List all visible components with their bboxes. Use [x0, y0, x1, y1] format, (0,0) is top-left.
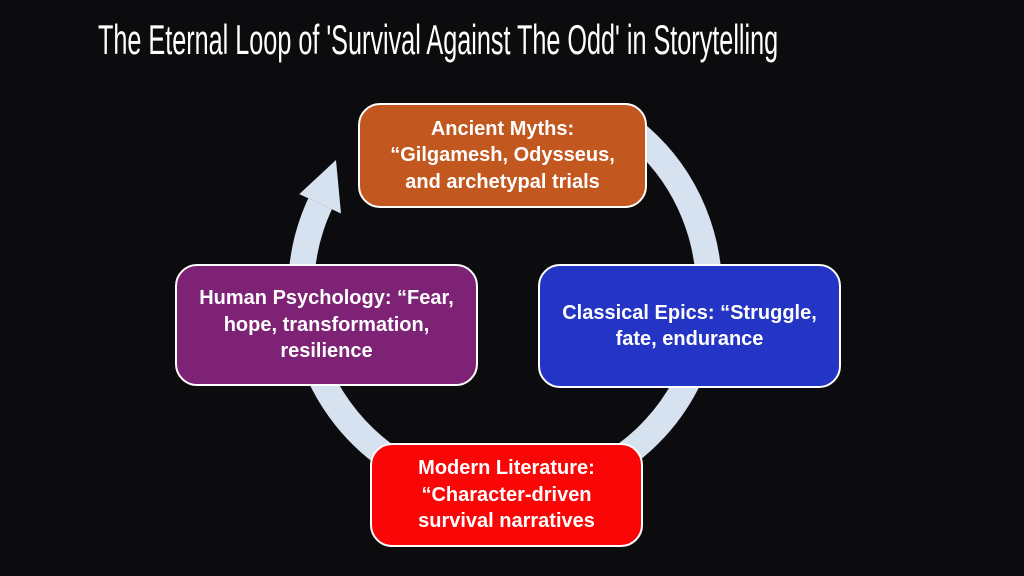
slide-title: The Eternal Loop of 'Survival Against Th… — [98, 16, 779, 63]
cycle-node-label: Modern Literature: “Character-driven sur… — [418, 457, 595, 533]
cycle-node-classical-epics: Classical Epics: “Struggle, fate, endura… — [538, 264, 841, 388]
cycle-arc-top-left — [288, 198, 333, 274]
cycle-node-label: Human Psychology: “Fear, hope, transform… — [199, 287, 454, 363]
cycle-node-human-psychology: Human Psychology: “Fear, hope, transform… — [175, 264, 478, 386]
cycle-node-modern-literature: Modern Literature: “Character-driven sur… — [370, 443, 643, 547]
cycle-node-label: Ancient Myths: “Gilgamesh, Odysseus, and… — [390, 117, 615, 193]
cycle-arrowhead-icon — [299, 160, 341, 214]
cycle-node-ancient-myths: Ancient Myths: “Gilgamesh, Odysseus, and… — [358, 103, 647, 208]
cycle-node-label: Classical Epics: “Struggle, fate, endura… — [562, 301, 817, 350]
